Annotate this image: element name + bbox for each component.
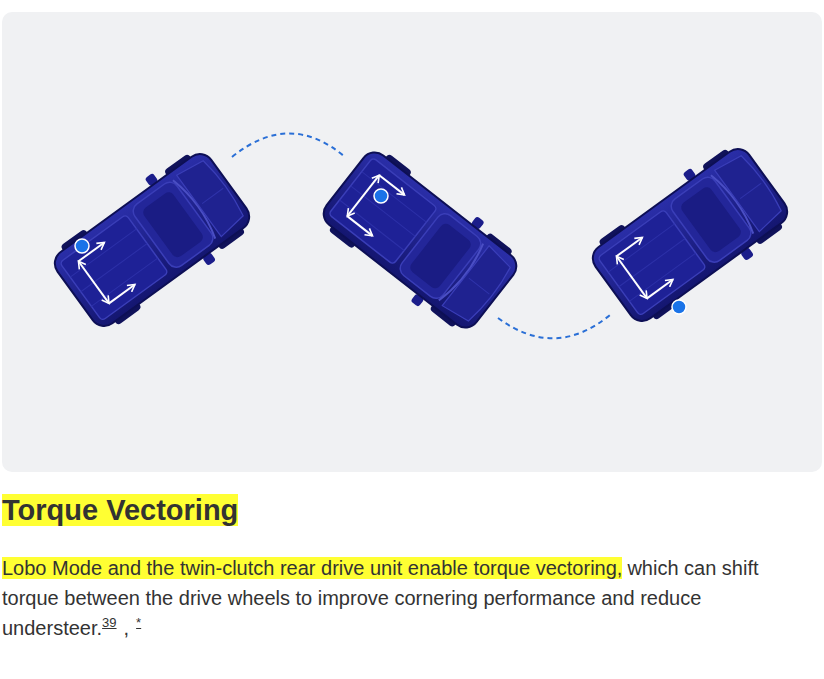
wheel-dot <box>374 189 388 203</box>
footnote-ref: 39 <box>102 615 116 630</box>
truck <box>43 140 260 339</box>
wheel-dot <box>672 300 686 314</box>
path-curve <box>498 315 610 338</box>
highlighted-text: Lobo Mode and the twin-clutch rear drive… <box>2 557 622 579</box>
truck <box>581 135 798 334</box>
path-curve <box>232 134 345 158</box>
title-heading: Torque Vectoring <box>2 490 238 530</box>
separator-text: , <box>124 617 130 639</box>
wheel-dot <box>75 239 89 253</box>
title-text: Torque Vectoring <box>2 494 238 526</box>
footnote-ref: * <box>136 615 141 630</box>
body-paragraph: Lobo Mode and the twin-clutch rear drive… <box>2 553 812 643</box>
truck <box>312 139 528 341</box>
